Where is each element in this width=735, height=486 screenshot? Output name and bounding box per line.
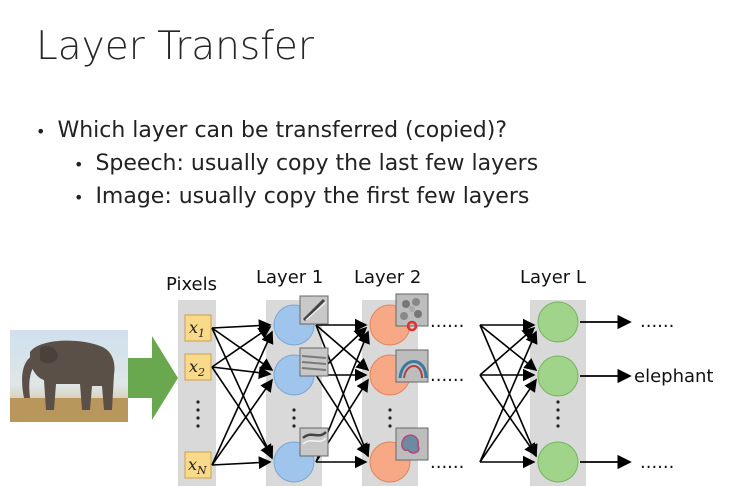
- layer1-feature-thumbnails: [300, 296, 328, 456]
- input-sub: N: [196, 464, 207, 477]
- ellipsis-text: ......: [430, 365, 464, 386]
- input-sub: 1: [198, 327, 205, 340]
- layer1-label: Layer 1: [256, 267, 323, 288]
- layer2-feature-thumbnails: [396, 294, 428, 460]
- ellipsis-text: ......: [430, 452, 464, 473]
- ellipsis-text: ......: [430, 311, 464, 332]
- input-var: x: [189, 357, 198, 376]
- input-node-x1: x1: [185, 315, 211, 341]
- input-node-x2: x2: [185, 354, 211, 380]
- connections-pixels-layer1: [212, 325, 272, 465]
- input-var: x: [188, 455, 197, 474]
- connections-to-layerL: [480, 325, 536, 462]
- input-sub: 2: [197, 366, 205, 379]
- layerL-label: Layer L: [520, 267, 586, 288]
- input-var: x: [189, 318, 198, 337]
- output-label-elephant: elephant: [634, 366, 713, 387]
- layer2-label: Layer 2: [354, 267, 421, 288]
- elephant-image: [10, 330, 128, 422]
- pixels-label: Pixels: [166, 274, 217, 295]
- output-label: ......: [640, 311, 674, 332]
- output-arrows: [580, 322, 630, 462]
- output-label: ......: [640, 452, 674, 473]
- input-arrow-icon: [128, 336, 178, 420]
- input-node-xN: xN: [185, 452, 211, 478]
